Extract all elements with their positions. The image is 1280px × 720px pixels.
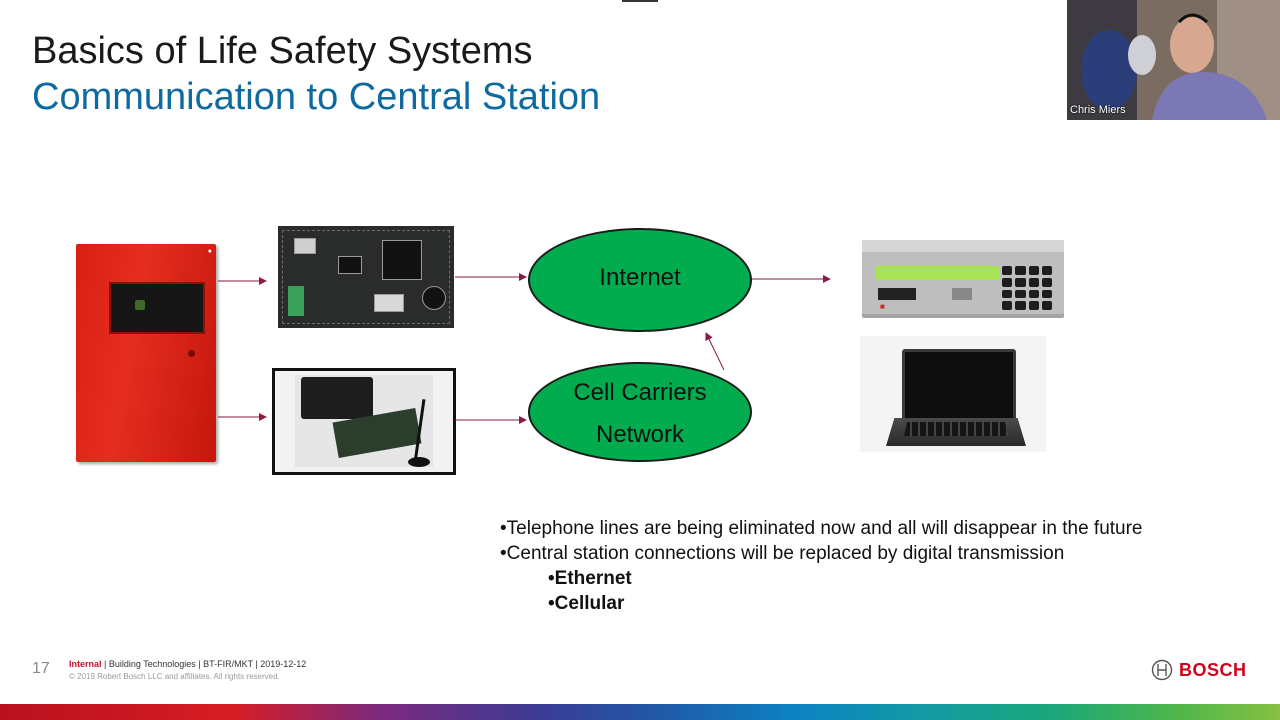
board-dial (422, 286, 446, 310)
brand-color-strip (0, 704, 1280, 720)
panel-brand-mark: ● (207, 248, 212, 255)
fire-alarm-control-panel: ● (76, 244, 216, 462)
footer-internal-label: Internal (69, 659, 102, 669)
receiver-top-panel (862, 240, 1064, 252)
footer-details: | Building Technologies | BT-FIR/MKT | 2… (101, 659, 307, 669)
footer-copyright: © 2019 Robert Bosch LLC and affiliates. … (69, 672, 280, 681)
page-number: 17 (32, 660, 50, 677)
laptop-keyboard (904, 422, 1008, 436)
sub-bullet-item: •Cellular (548, 593, 625, 614)
panel-display-window (109, 282, 205, 334)
board-connector (294, 238, 316, 254)
presenter-video-frame (1067, 0, 1280, 120)
laptop-icon (902, 349, 1016, 421)
sub-bullet-item: •Ethernet (548, 568, 632, 589)
bullet-item: •Central station connections will be rep… (500, 543, 1065, 564)
antenna-base (408, 457, 430, 467)
board-terminal-block (288, 286, 304, 316)
cellular-communicator-image (272, 368, 456, 475)
board-label (374, 294, 404, 312)
top-tab-indicator (622, 0, 658, 2)
bullet-list: •Telephone lines are being eliminated no… (500, 516, 1143, 616)
bosch-wordmark: BOSCH (1179, 659, 1247, 680)
bosch-armature-icon (1151, 659, 1173, 681)
panel-indicator-light (135, 300, 145, 310)
board-outline (282, 230, 450, 324)
internet-label: Internet (599, 264, 681, 291)
cellular-module-photo (295, 375, 433, 467)
receiver-button (878, 288, 916, 300)
webcam-participant-name: Chris Miers (1070, 104, 1126, 116)
bullet-item: •Telephone lines are being eliminated no… (500, 518, 1143, 539)
board-processor-chip (382, 240, 422, 280)
internet-node: Internet (528, 228, 752, 332)
cell-network-label: Network (595, 421, 685, 448)
footer-classification: Internal | Building Technologies | BT-FI… (69, 659, 306, 669)
bosch-logo: BOSCH (1151, 659, 1247, 681)
cell-carriers-label: Cell Carriers (573, 379, 707, 406)
slide-title: Basics of Life Safety Systems (32, 30, 533, 72)
receiver-lcd-display (876, 266, 1000, 280)
webcam-video[interactable]: Chris Miers (1067, 0, 1280, 120)
cellular-module-housing (301, 377, 373, 419)
cell-carriers-node: Cell Carriers Network (528, 362, 752, 462)
panel-lock-icon (188, 350, 195, 357)
slide-subtitle: Communication to Central Station (32, 76, 601, 118)
receiver-keypad (1002, 266, 1052, 310)
communicator-circuit-board (278, 226, 454, 328)
central-station-receiver: ■ (862, 240, 1064, 318)
receiver-brand-mark: ■ (880, 302, 885, 311)
arrow-cell-to-internet (705, 332, 725, 371)
receiver-button-grey (952, 288, 972, 300)
board-chip-small (338, 256, 362, 274)
